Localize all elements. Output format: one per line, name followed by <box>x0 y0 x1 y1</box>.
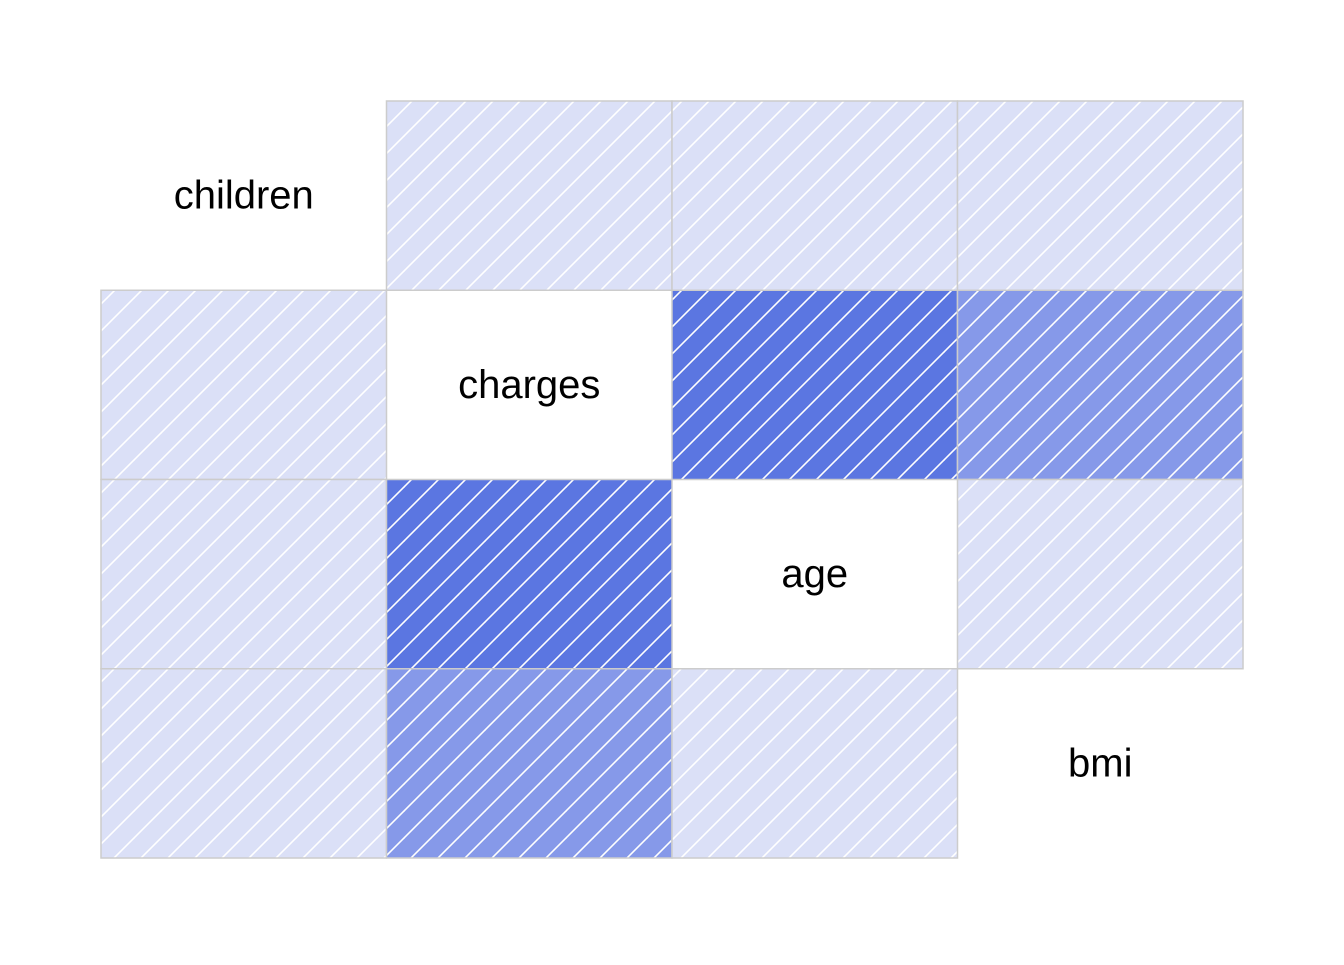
heatmap-cell-age-bmi <box>956 478 1244 670</box>
diagonal-labels: children charges age bmi <box>174 174 1133 786</box>
heatmap-cell-bmi-charges <box>385 668 673 859</box>
diagonal-label-bmi: bmi <box>1068 741 1132 785</box>
diagonal-label-children: children <box>174 174 314 218</box>
heatmap-cell-bmi-children <box>100 668 388 859</box>
heatmap-cells <box>100 100 1244 859</box>
heatmap-cell-children-bmi <box>956 100 1244 291</box>
heatmap-cell-charges-bmi <box>956 289 1244 481</box>
heatmap-cell-children-age <box>671 100 959 291</box>
heatmap-cell-charges-age <box>671 289 959 481</box>
diagonal-label-charges: charges <box>458 363 600 407</box>
diagonal-label-age: age <box>781 552 848 596</box>
heatmap-cell-age-children <box>100 478 388 670</box>
heatmap-cell-bmi-age <box>671 668 959 859</box>
heatmap-cell-age-charges <box>385 478 673 670</box>
heatmap-cell-charges-children <box>100 289 388 481</box>
heatmap-cell-children-charges <box>385 100 673 291</box>
